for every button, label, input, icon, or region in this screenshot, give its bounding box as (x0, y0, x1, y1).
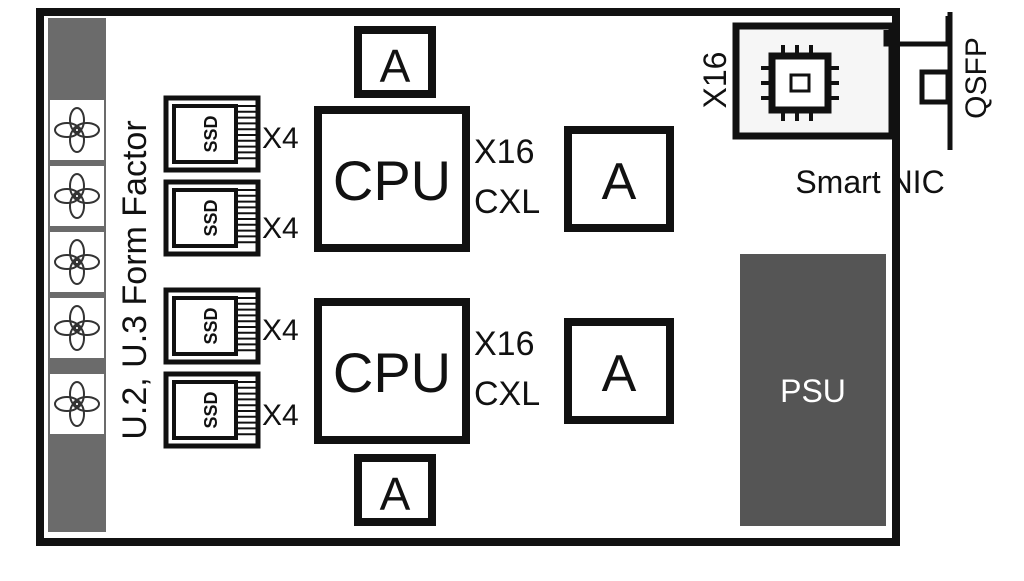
ssd-drive: SSD (163, 179, 261, 257)
ssd-link-label: X4 (262, 122, 299, 155)
accelerator-label: A (380, 40, 411, 92)
accelerator-label: A (602, 345, 637, 403)
fan-icon (50, 374, 104, 434)
psu-block (740, 254, 886, 526)
cpu-box (314, 298, 470, 444)
ssd-label: SSD (201, 115, 221, 152)
form-factor-label: U.2, U.3 Form Factor (116, 120, 154, 439)
nic-link-label: X16 (697, 52, 733, 109)
cpu-link-label: X16 (474, 325, 535, 363)
smart-nic-label: Smart NIC (795, 164, 944, 200)
cpu-label: CPU (333, 341, 451, 404)
qsfp-bracket (883, 12, 953, 150)
ssd-label: SSD (201, 199, 221, 236)
fan-icon (50, 100, 104, 160)
ssd-drive: SSD (163, 95, 261, 173)
ssd-group: SSD SSD SSD SSD (163, 95, 261, 449)
ssd-link-label: X4 (262, 399, 299, 432)
cpu-link-label: X16 (474, 133, 535, 171)
fan-icon (50, 232, 104, 292)
ssd-drive: SSD (163, 287, 261, 365)
fan-icon (50, 166, 104, 226)
fan-icon (50, 298, 104, 358)
psu-label: PSU (780, 373, 846, 409)
cpu-label: CPU (333, 149, 451, 212)
accelerator-label: A (380, 468, 411, 520)
ssd-drive: SSD (163, 371, 261, 449)
accelerator-label: A (602, 153, 637, 211)
ssd-link-label: X4 (262, 314, 299, 347)
accelerator-box (564, 126, 674, 232)
fan-column (50, 100, 104, 434)
cpu-box (314, 106, 470, 252)
cxl-link-label: CXL (474, 375, 540, 413)
accelerator-box-top (354, 26, 436, 98)
chip-icon (761, 45, 839, 121)
ssd-link-label: X4 (262, 212, 299, 245)
accelerator-box-bottom (354, 454, 436, 526)
qsfp-port-label: QSFP (960, 37, 993, 119)
accelerator-box (564, 318, 674, 424)
ssd-label: SSD (201, 307, 221, 344)
cxl-link-label: CXL (474, 183, 540, 221)
ssd-label: SSD (201, 391, 221, 428)
